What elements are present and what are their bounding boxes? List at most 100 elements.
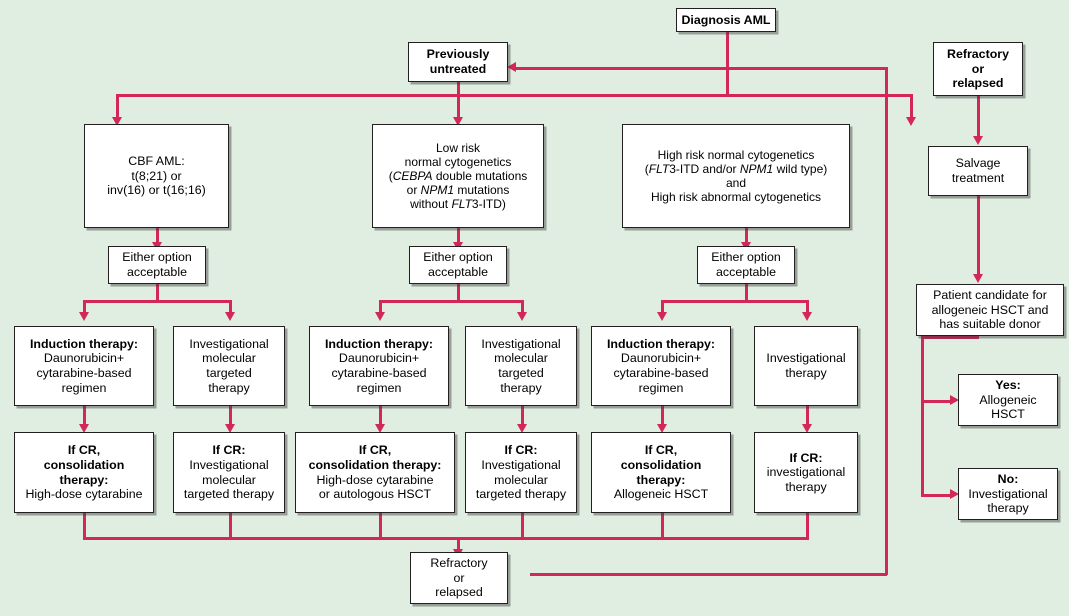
connector-to-no — [921, 494, 953, 497]
node-investigational-2[interactable]: Investigational molecular targeted thera… — [465, 326, 577, 406]
node-candidate-line-0: Patient candidate for — [933, 288, 1047, 303]
node-invest1-line-1: molecular — [202, 351, 256, 366]
node-highrisk-line-3: High risk abnormal cytogenetics — [650, 190, 822, 205]
node-induction3-line-2: regimen — [638, 380, 684, 395]
node-lowrisk-line-3: or NPM1 mutations — [406, 183, 510, 198]
node-cons2-bold-0: If CR, — [358, 443, 392, 458]
arrow-to-crinvest3 — [802, 424, 812, 433]
node-yes-allogeneic-hsct[interactable]: Yes: Allogeneic HSCT — [958, 374, 1058, 426]
node-induction2-bold-0: Induction therapy: — [324, 336, 434, 351]
node-salvage-treatment[interactable]: Salvage treatment — [928, 146, 1028, 196]
node-cons3-line-0: Allogeneic HSCT — [613, 487, 709, 502]
node-no-investigational-therapy[interactable]: No: Investigational therapy — [958, 468, 1058, 520]
node-no-bold-0: No: — [997, 472, 1019, 487]
node-either-option-1[interactable]: Either option acceptable — [108, 246, 206, 284]
arrow-to-consolidation3 — [657, 424, 667, 433]
node-cr-investigational-2[interactable]: If CR: Investigational molecular targete… — [465, 432, 577, 513]
connector-bot-4 — [521, 513, 524, 539]
node-induction2-line-0: Daunorubicin+ — [338, 351, 420, 366]
node-crinv3-bold-0: If CR: — [789, 450, 823, 465]
node-lowrisk-line-4: without FLT3-ITD) — [410, 197, 506, 212]
arrow-refractory-to-untreated — [507, 62, 516, 72]
node-either-option-3[interactable]: Either option acceptable — [697, 246, 795, 284]
node-highrisk-line-0: High risk normal cytogenetics — [657, 147, 815, 162]
node-lowrisk-line-1: normal cytogenetics — [404, 154, 512, 169]
node-induction-therapy-2[interactable]: Induction therapy: Daunorubicin+ cytarab… — [309, 326, 449, 406]
node-yes-line-0: Allogeneic — [979, 392, 1037, 407]
node-consolidation-1[interactable]: If CR, consolidation therapy: High-dose … — [14, 432, 154, 513]
node-invest1-line-0: Investigational — [189, 336, 269, 351]
node-cons1-line-0: High-dose cytarabine — [25, 487, 143, 502]
node-cons2-line-0: High-dose cytarabine — [316, 472, 434, 487]
node-invest2-line-2: targeted — [498, 366, 544, 380]
connector-either2-down — [457, 284, 460, 302]
node-induction1-line-1: cytarabine-based — [36, 366, 132, 380]
connector-bot-5 — [661, 513, 664, 539]
node-refractory-relapsed-top[interactable]: Refractory or relapsed — [933, 42, 1023, 96]
node-diagnosis-line-0: Diagnosis AML — [681, 12, 771, 27]
node-induction1-line-0: Daunorubicin+ — [43, 351, 125, 366]
connector-either3-down — [745, 284, 748, 302]
connector-untreated-down — [457, 82, 460, 96]
connector-bottom-bus-drop — [457, 537, 460, 551]
node-crinv1-bold-0: If CR: — [212, 443, 246, 458]
node-previously-untreated[interactable]: Previously untreated — [408, 42, 508, 82]
node-either2-line-0: Either option — [423, 250, 493, 265]
node-cr-investigational-3[interactable]: If CR: investigational therapy — [754, 432, 858, 513]
node-invest3-line-0: Investigational — [766, 351, 846, 366]
connector-main-bus — [116, 94, 912, 97]
node-patient-candidate[interactable]: Patient candidate for allogeneic HSCT an… — [916, 284, 1064, 336]
arrow-to-investigational2 — [517, 312, 527, 321]
node-salvage-line-0: Salvage — [955, 156, 1001, 171]
arrow-to-candidate — [973, 274, 983, 283]
connector-either1-split — [83, 300, 231, 303]
connector-bot-6 — [806, 513, 809, 539]
node-crinv3-line-1: therapy — [785, 479, 827, 494]
node-either-option-2[interactable]: Either option acceptable — [409, 246, 507, 284]
node-induction2-line-1: cytarabine-based — [331, 366, 427, 380]
node-consolidation-2[interactable]: If CR, consolidation therapy: High-dose … — [295, 432, 455, 513]
connector-either2-left — [379, 300, 382, 314]
connector-bottom-bus — [83, 537, 809, 540]
node-induction2-line-2: regimen — [356, 380, 402, 395]
node-no-line-1: therapy — [987, 501, 1029, 516]
node-either3-line-0: Either option — [711, 250, 781, 265]
connector-either1-down — [156, 284, 159, 302]
connector-induction3-down — [661, 406, 664, 426]
node-lowrisk-line-2: (CEBPA double mutations — [388, 168, 528, 183]
node-refr-bot-line-2: relapsed — [435, 585, 483, 600]
node-high-risk[interactable]: High risk normal cytogenetics (FLT3-ITD … — [622, 124, 850, 228]
connector-bus-right-drop — [910, 94, 913, 119]
connector-feedback-vertical — [885, 67, 888, 575]
node-induction3-line-1: cytarabine-based — [613, 366, 709, 380]
node-low-risk[interactable]: Low risk normal cytogenetics (CEBPA doub… — [372, 124, 544, 228]
node-crinv2-line-0: Investigational — [481, 457, 561, 472]
node-investigational-3[interactable]: Investigational therapy — [754, 326, 858, 406]
node-invest2-line-3: therapy — [500, 380, 542, 395]
arrow-to-no — [950, 489, 959, 499]
node-investigational-1[interactable]: Investigational molecular targeted thera… — [173, 326, 285, 406]
node-untreated-line-0: Previously — [426, 47, 490, 62]
arrow-to-investigational3 — [802, 312, 812, 321]
node-cons1-bold-2: therapy: — [59, 472, 109, 487]
node-cbf-aml[interactable]: CBF AML: t(8;21) or inv(16) or t(16;16) — [84, 124, 229, 228]
connector-refractory-to-salvage — [977, 96, 980, 138]
arrow-to-highrisk — [906, 117, 916, 126]
node-consolidation-3[interactable]: If CR, consolidation therapy: Allogeneic… — [591, 432, 731, 513]
connector-either3-left — [661, 300, 664, 314]
node-cr-investigational-1[interactable]: If CR: Investigational molecular targete… — [173, 432, 285, 513]
arrow-to-investigational1 — [225, 312, 235, 321]
arrow-to-salvage — [973, 136, 983, 145]
node-either1-line-1: acceptable — [127, 265, 187, 279]
node-diagnosis-aml[interactable]: Diagnosis AML — [676, 8, 776, 32]
node-no-line-0: Investigational — [968, 486, 1048, 501]
node-either3-line-1: acceptable — [716, 265, 776, 279]
arrow-to-induction3 — [657, 312, 667, 321]
connector-bus-mid-drop — [457, 94, 460, 119]
node-induction-therapy-3[interactable]: Induction therapy: Daunorubicin+ cytarab… — [591, 326, 731, 406]
node-induction-therapy-1[interactable]: Induction therapy: Daunorubicin+ cytarab… — [14, 326, 154, 406]
node-refractory-relapsed-bottom[interactable]: Refractory or relapsed — [410, 552, 508, 604]
node-induction3-bold-0: Induction therapy: — [606, 336, 716, 351]
connector-salvage-to-candidate — [977, 196, 980, 276]
node-refr-bot-line-0: Refractory — [430, 556, 488, 571]
